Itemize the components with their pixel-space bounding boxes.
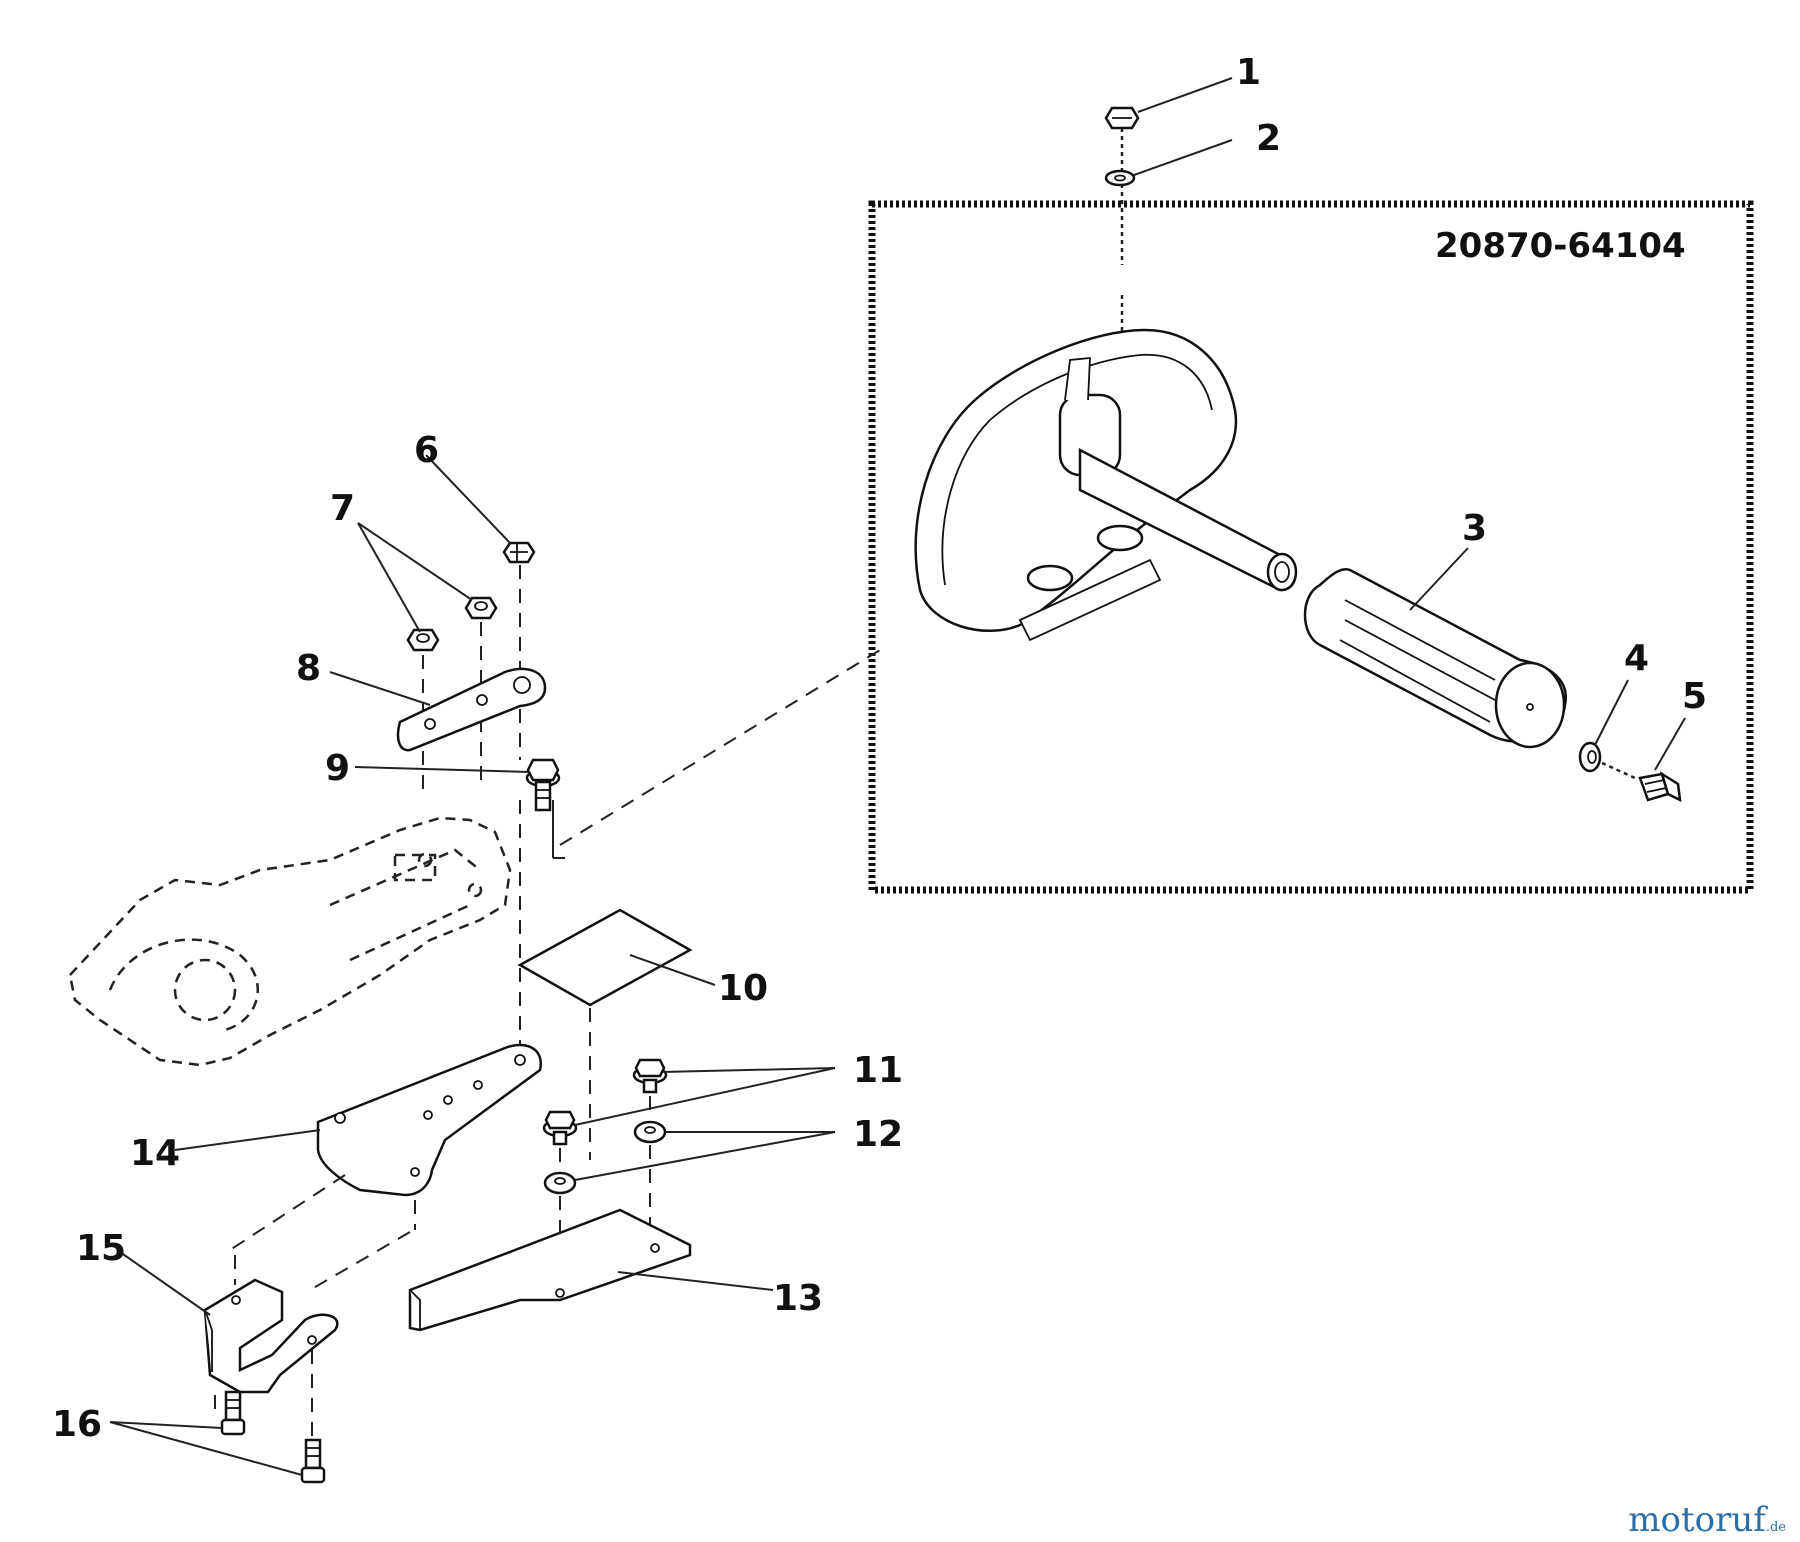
callout-14: 14: [130, 1133, 180, 1174]
callout-8: 8: [296, 648, 321, 689]
part-10-label-sheet: [517, 908, 693, 1007]
watermark-tld: .de: [1765, 1520, 1786, 1535]
part-7-nut-a: [464, 596, 498, 620]
part-12-spacer-a: [633, 1120, 667, 1144]
part-4-washer: [1578, 741, 1602, 773]
gearbox-housing-outline: [68, 816, 512, 1067]
callout-10: 10: [718, 968, 768, 1009]
part-2-washer: [1104, 169, 1136, 187]
callout-6: 6: [414, 430, 439, 471]
part-15-mount-bracket: [203, 1278, 339, 1394]
part-3-handle-assembly: [914, 328, 1298, 642]
kit-box: [868, 200, 1754, 894]
callout-2: 2: [1256, 118, 1281, 159]
part-11-bolt-a: [632, 1058, 668, 1094]
part-12-spacer-b: [543, 1171, 577, 1195]
part-13-guard-plate: [408, 1208, 692, 1332]
watermark-brand: motoruf: [1628, 1500, 1766, 1540]
callout-9: 9: [325, 748, 350, 789]
callout-7: 7: [330, 488, 355, 529]
callout-13: 13: [773, 1278, 823, 1319]
kit-part-number: 20870-64104: [1435, 226, 1686, 266]
callout-1: 1: [1236, 52, 1261, 93]
part-1-nut: [1104, 106, 1140, 130]
callout-5: 5: [1682, 676, 1707, 717]
callout-4: 4: [1624, 638, 1649, 679]
part-6-nut: [502, 541, 536, 564]
part-11-bolt-b: [542, 1110, 578, 1146]
callout-15: 15: [76, 1228, 126, 1269]
callout-12: 12: [853, 1114, 903, 1155]
part-14-bracket: [316, 1043, 543, 1197]
callout-3: 3: [1462, 508, 1487, 549]
callout-11: 11: [853, 1050, 903, 1091]
part-7-nut-b: [406, 628, 440, 652]
part-5-screw: [1638, 771, 1682, 803]
part-3-grip: [1303, 567, 1568, 749]
watermark: motoruf.de: [1628, 1500, 1786, 1540]
part-16-bolt-b: [300, 1438, 326, 1484]
callout-16: 16: [52, 1404, 102, 1445]
part-9-screw: [525, 758, 561, 812]
part-8-plate: [396, 667, 547, 752]
part-16-bolt-a: [220, 1390, 246, 1436]
